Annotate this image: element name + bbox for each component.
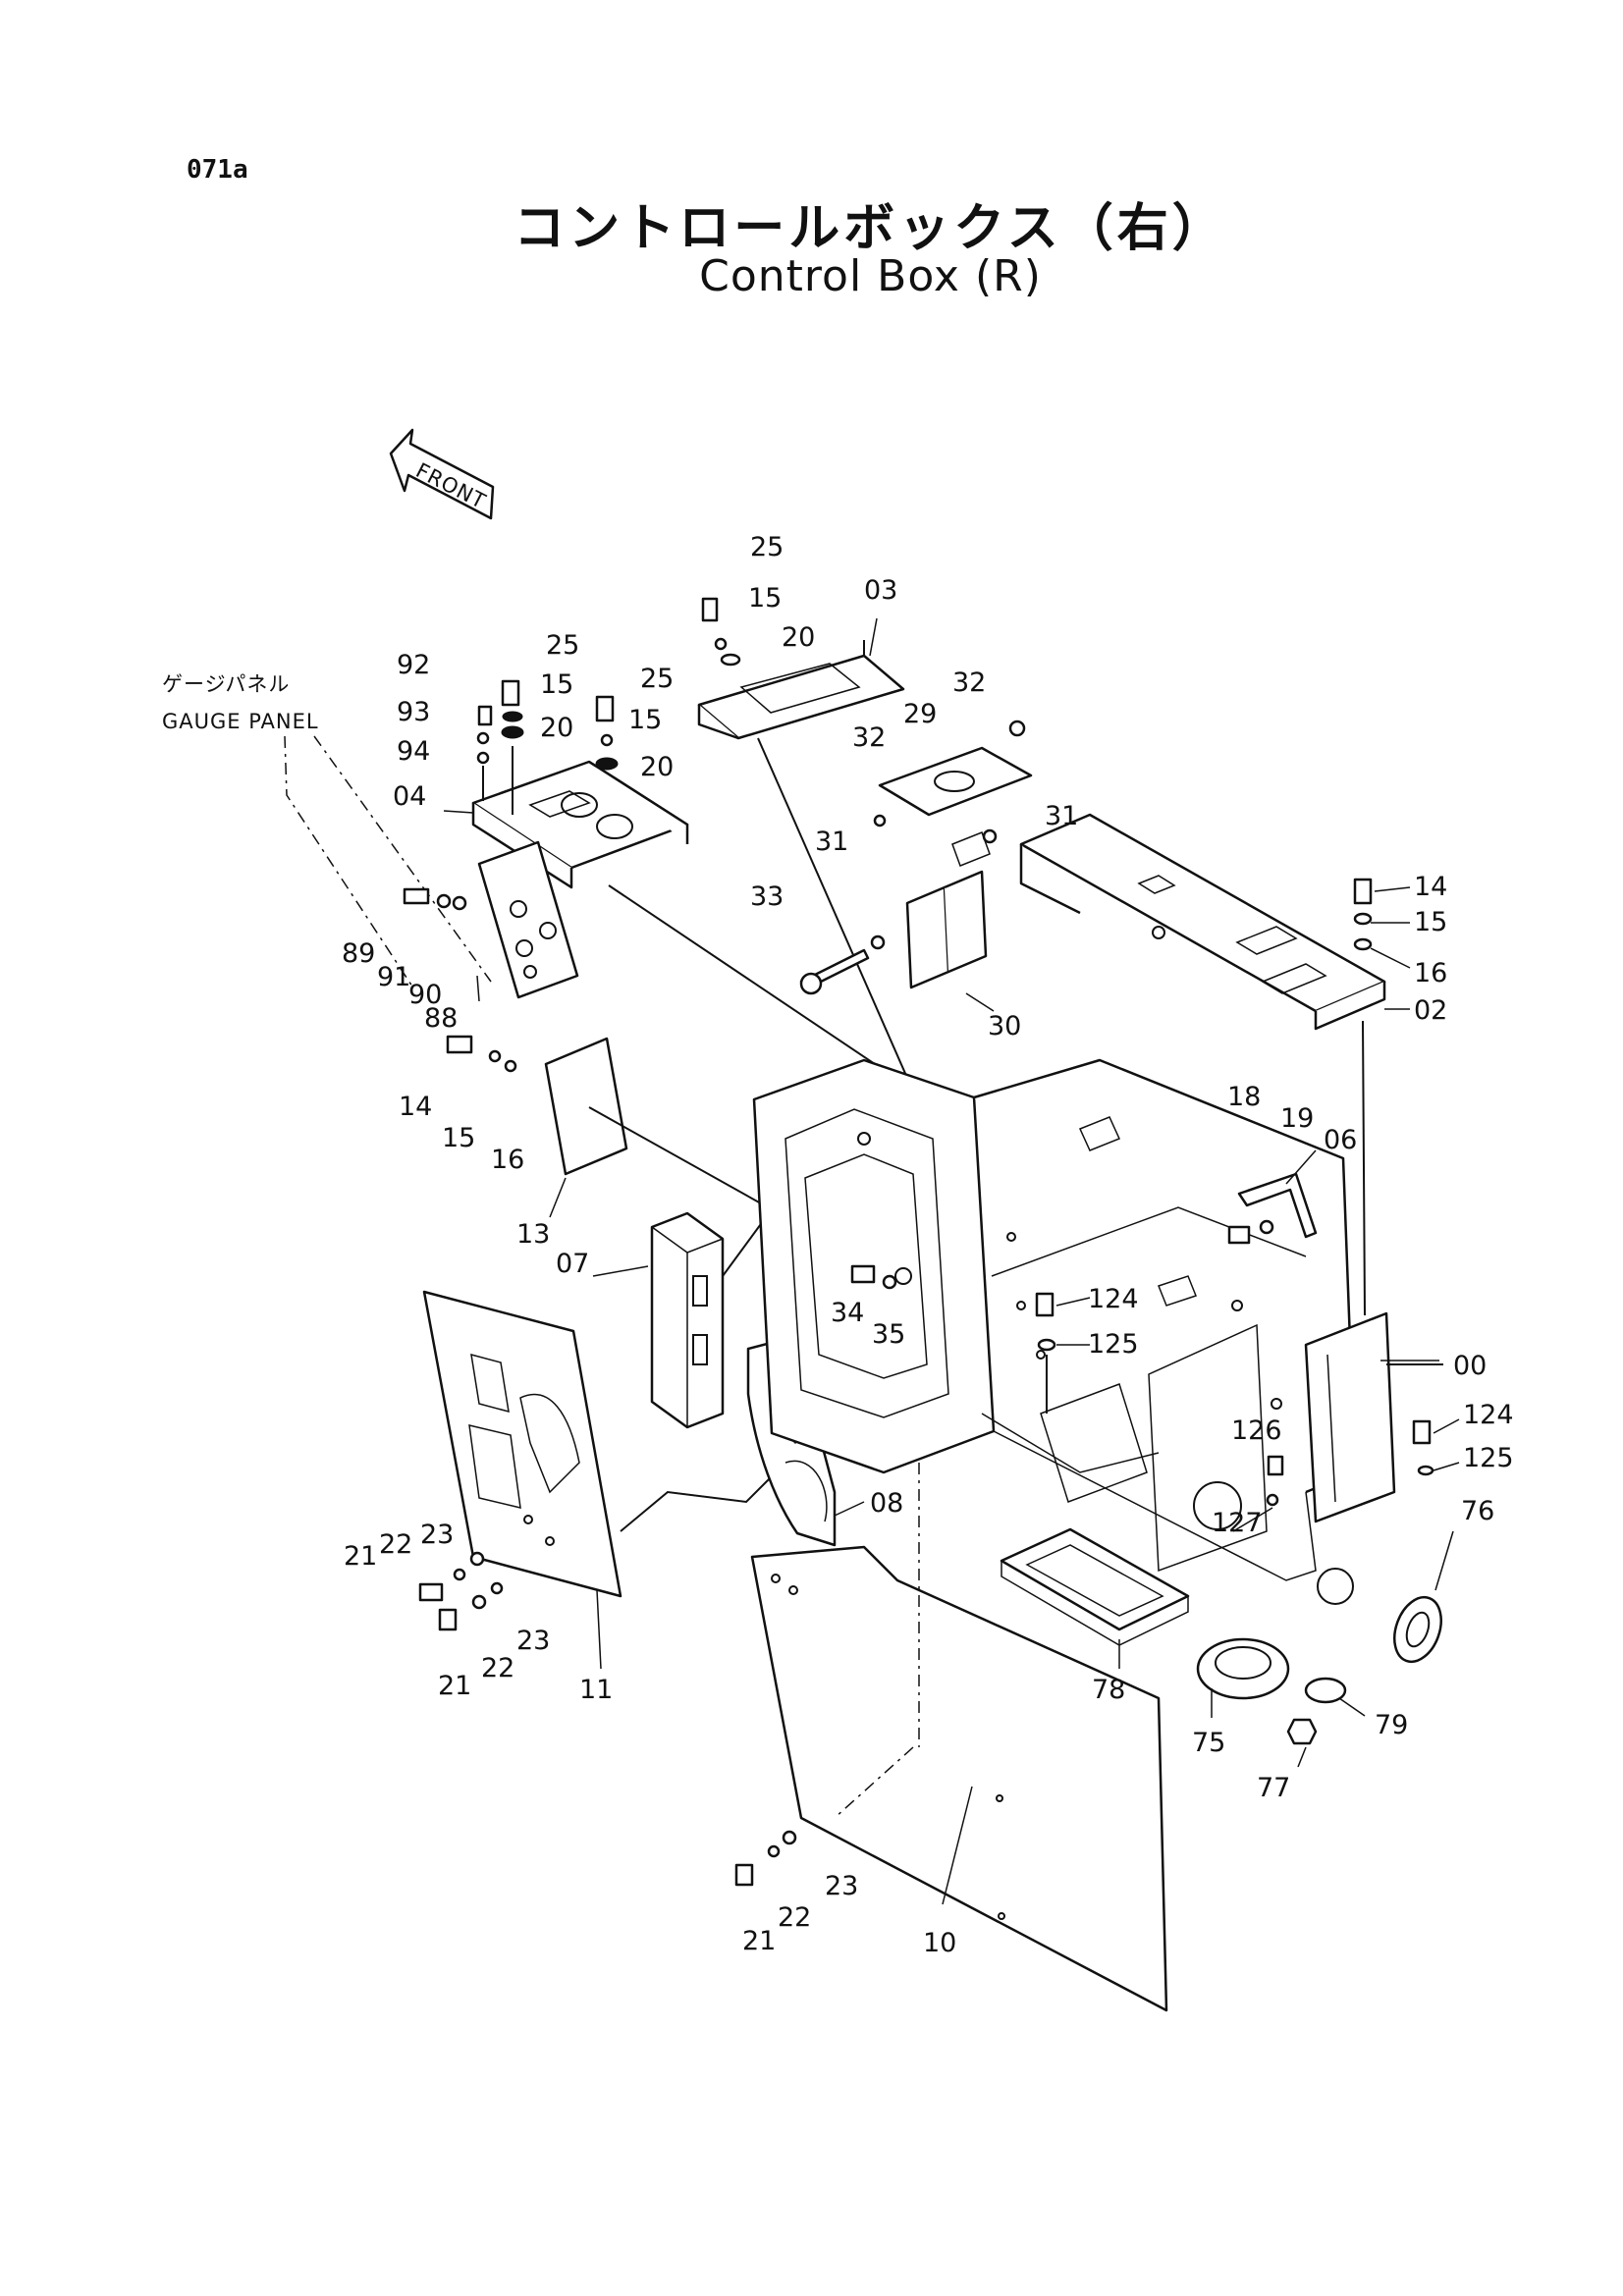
- callout-16-right: 16: [1414, 958, 1447, 988]
- callout-31-a: 31: [815, 827, 848, 857]
- callout-23-b: 23: [516, 1626, 550, 1656]
- part-02-top-plate: [1019, 813, 1386, 1316]
- part-11-side-panel: [422, 1290, 796, 1598]
- part-88-gauge-panel: [477, 840, 579, 999]
- gauge-panel-label-ja: ゲージパネル: [162, 672, 290, 696]
- part-07-bracket: [650, 1211, 767, 1429]
- callout-18: 18: [1227, 1082, 1261, 1112]
- part-78-gasket: [1000, 1527, 1190, 1646]
- callout-08: 08: [870, 1488, 903, 1519]
- callout-15-c: 15: [628, 705, 662, 735]
- fasteners: [403, 597, 1434, 1887]
- callout-34: 34: [831, 1298, 864, 1328]
- part-03-top-plate: [697, 640, 944, 1159]
- callout-03: 03: [864, 575, 897, 606]
- gauge-panel-leader: [284, 735, 413, 988]
- callout-29: 29: [903, 699, 937, 729]
- callout-11: 11: [579, 1675, 613, 1705]
- callout-15-d: 15: [442, 1123, 475, 1153]
- callout-32-b: 32: [952, 667, 986, 698]
- callout-labels: 00 02 03 04 06 07 08 10 11 13 14 14 15 1…: [342, 532, 1514, 1958]
- leader-lines: [443, 617, 1460, 1905]
- callout-127: 127: [1212, 1508, 1263, 1538]
- callout-94: 94: [397, 736, 430, 767]
- callout-23-c: 23: [825, 1871, 858, 1901]
- callout-77: 77: [1257, 1773, 1290, 1803]
- callout-31-b: 31: [1045, 801, 1078, 831]
- callout-20-b: 20: [540, 713, 573, 743]
- gauge-panel-label-en: GAUGE PANEL: [162, 710, 319, 733]
- callout-25-a: 25: [750, 532, 784, 562]
- part-79-washer: [1304, 1677, 1347, 1704]
- callout-91: 91: [377, 962, 410, 992]
- callout-33: 33: [750, 881, 784, 912]
- callout-04: 04: [393, 781, 426, 812]
- callout-02: 02: [1414, 995, 1447, 1026]
- callout-23-a: 23: [420, 1520, 454, 1550]
- callout-90: 90: [408, 980, 442, 1010]
- callout-126: 126: [1231, 1415, 1282, 1446]
- part-75-grommet: [1196, 1637, 1290, 1700]
- callout-14-right: 14: [1414, 872, 1447, 902]
- part-04-bracket: [471, 760, 885, 1071]
- part-76-grommet: [1393, 1595, 1442, 1664]
- callout-124-a: 124: [1088, 1284, 1139, 1314]
- part-77-nut: [1286, 1718, 1318, 1745]
- title-english: Control Box (R): [699, 251, 1042, 301]
- part-10-front-panel: [750, 1463, 1168, 2012]
- callout-78: 78: [1092, 1675, 1125, 1705]
- callout-32-a: 32: [852, 722, 886, 753]
- callout-21-a: 21: [344, 1541, 377, 1572]
- part-06-bracket: [1237, 1172, 1318, 1239]
- callout-25-c: 25: [640, 664, 674, 694]
- callout-125-b: 125: [1463, 1443, 1514, 1473]
- callout-30: 30: [988, 1011, 1021, 1041]
- part-29-plate: [878, 746, 1033, 817]
- callout-125-a: 125: [1088, 1329, 1139, 1360]
- callout-07: 07: [556, 1249, 589, 1279]
- callout-19: 19: [1280, 1103, 1314, 1134]
- part-00-main-frame: [752, 1058, 1443, 1605]
- callout-16-left: 16: [491, 1145, 524, 1175]
- callout-00: 00: [1453, 1351, 1487, 1381]
- callout-21-b: 21: [438, 1671, 471, 1701]
- callout-21-c: 21: [742, 1926, 776, 1956]
- callout-92: 92: [397, 650, 430, 680]
- callout-22-a: 22: [379, 1529, 412, 1560]
- callout-22-c: 22: [778, 1902, 811, 1933]
- callout-15-a: 15: [748, 583, 782, 614]
- callout-75: 75: [1192, 1728, 1225, 1758]
- callout-10: 10: [923, 1928, 956, 1958]
- callout-20-c: 20: [640, 752, 674, 782]
- callout-89: 89: [342, 938, 375, 969]
- callout-25-b: 25: [546, 630, 579, 661]
- callout-88: 88: [424, 1003, 458, 1034]
- callout-14-left: 14: [399, 1092, 432, 1122]
- callout-93: 93: [397, 697, 430, 727]
- callout-15-e: 15: [1414, 907, 1447, 937]
- part-13-plate: [544, 1037, 786, 1218]
- callout-79: 79: [1375, 1710, 1408, 1740]
- callout-22-b: 22: [481, 1653, 514, 1683]
- callout-20-a: 20: [782, 622, 815, 653]
- callout-124-b: 124: [1463, 1400, 1514, 1430]
- callout-35: 35: [872, 1319, 905, 1350]
- part-30-bracket: [905, 831, 991, 989]
- callout-15-b: 15: [540, 669, 573, 700]
- gauge-panel-leader-2: [313, 735, 492, 983]
- page-id: 071a: [187, 155, 248, 185]
- front-arrow-icon: FRONT: [389, 428, 495, 520]
- callout-06: 06: [1324, 1125, 1357, 1155]
- callout-13: 13: [516, 1219, 550, 1250]
- callout-76: 76: [1461, 1496, 1494, 1526]
- title-japanese: コントロールボックス（右）: [514, 199, 1227, 258]
